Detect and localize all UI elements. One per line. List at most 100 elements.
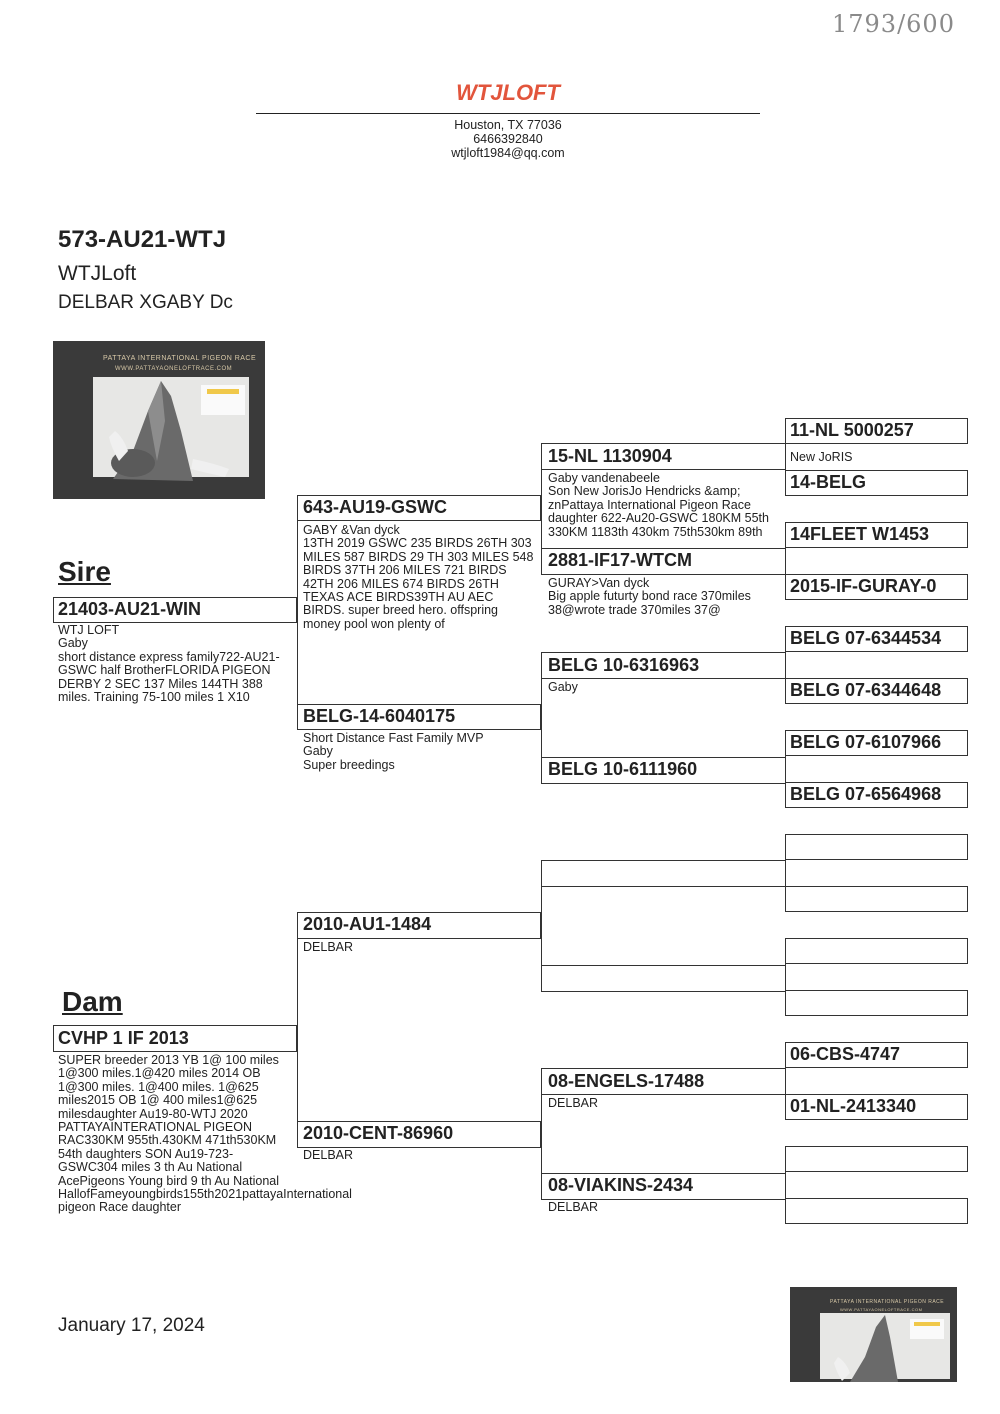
connector-gen3-3 bbox=[785, 730, 786, 786]
gen2-info-2: DELBAR bbox=[303, 940, 354, 954]
gen3-info-0: Gaby vandenabeele Son New JorisJo Hendri… bbox=[548, 471, 769, 539]
gen4-box-10 bbox=[785, 938, 968, 964]
gen3-info-7: DELBAR bbox=[548, 1200, 599, 1214]
loft-title: WTJLOFT bbox=[456, 80, 560, 105]
gen3-ring-3: BELG 10-6111960 bbox=[548, 759, 698, 779]
gen4-box-11 bbox=[785, 990, 968, 1016]
gen4-ring-2: 14FLEET W1453 bbox=[790, 524, 930, 544]
sire-heading: Sire bbox=[58, 556, 111, 587]
sire-info: WTJ LOFT Gaby short distance express fam… bbox=[58, 623, 280, 705]
gen3-box-2 bbox=[541, 652, 786, 679]
gen4-ring-7: BELG 07-6564968 bbox=[790, 784, 942, 804]
connector-dam bbox=[297, 912, 298, 1140]
gen3-box-3 bbox=[541, 757, 786, 784]
gen4-box-8 bbox=[785, 834, 968, 860]
gen2-ring-0: 643-AU19-GSWC bbox=[303, 497, 448, 517]
photo-banner-small: PATTAYA INTERNATIONAL PIGEON RACE bbox=[830, 1299, 945, 1305]
gen4-box-1 bbox=[785, 470, 968, 496]
gen3-info-2: Gaby bbox=[548, 680, 578, 694]
connector-gen3-4 bbox=[785, 834, 786, 890]
gen3-box-1 bbox=[541, 548, 786, 575]
photo-url-small: WWW.PATTAYAONELOFTRACE.COM bbox=[840, 1307, 923, 1312]
subject-ring: 573-AU21-WTJ bbox=[58, 226, 227, 253]
gen4-ring-13: 01-NL-2413340 bbox=[790, 1096, 917, 1116]
gen4-ring-0: 11-NL 5000257 bbox=[790, 420, 914, 440]
email: wtjloft1984@qq.com bbox=[451, 146, 565, 160]
gen3-info-6: DELBAR bbox=[548, 1096, 599, 1110]
connector-gen2-2 bbox=[541, 860, 542, 967]
gen4-ring-12: 06-CBS-4747 bbox=[790, 1044, 901, 1064]
gen3-box-5 bbox=[541, 965, 786, 992]
gen4-box-7 bbox=[785, 782, 968, 808]
subject-strain: DELBAR XGABY Dc bbox=[58, 292, 233, 313]
gen3-box-6 bbox=[541, 1068, 786, 1095]
gen4-box-12 bbox=[785, 1042, 968, 1068]
address: Houston, TX 77036 bbox=[454, 118, 562, 132]
gen4-box-9 bbox=[785, 886, 968, 912]
connector-gen3-1 bbox=[785, 522, 786, 578]
photo-url: WWW.PATTAYAONELOFTRACE.COM bbox=[115, 366, 233, 372]
gen2-info-0: GABY &Van dyck 13TH 2019 GSWC 235 BIRDS … bbox=[303, 523, 534, 631]
gen3-ring-7: 08-VIAKINS-2434 bbox=[548, 1175, 694, 1195]
gen3-box-0 bbox=[541, 443, 786, 470]
photo-tag bbox=[201, 385, 245, 415]
connector-sire bbox=[297, 495, 298, 723]
pigeon-wing-icon-small bbox=[834, 1315, 898, 1382]
print-date: January 17, 2024 bbox=[58, 1315, 205, 1336]
gen4-ring-3: 2015-IF-GURAY-0 bbox=[790, 576, 937, 596]
title-divider bbox=[256, 113, 760, 114]
gen4-box-6 bbox=[785, 730, 968, 756]
gen2-info-3: DELBAR bbox=[303, 1148, 354, 1162]
gen2-box-1 bbox=[297, 704, 541, 730]
pigeon-photo: PATTAYA INTERNATIONAL PIGEON RACE WWW.PA… bbox=[53, 341, 265, 499]
gen4-ring-5: BELG 07-6344648 bbox=[790, 680, 942, 700]
gen3-ring-6: 08-ENGELS-17488 bbox=[548, 1071, 705, 1091]
gen4-info-0: New JoRIS bbox=[790, 450, 853, 464]
pigeon-wing-icon bbox=[109, 381, 229, 481]
pigeon-photo-small: PATTAYA INTERNATIONAL PIGEON RACE WWW.PA… bbox=[790, 1287, 957, 1382]
phone: 6466392840 bbox=[473, 132, 543, 146]
subject-loft: WTJLoft bbox=[58, 262, 137, 285]
gen3-ring-1: 2881-IF17-WTCM bbox=[548, 550, 693, 570]
handwritten-note: 1793/600 bbox=[832, 10, 955, 38]
gen4-ring-4: BELG 07-6344534 bbox=[790, 628, 942, 648]
gen2-box-0 bbox=[297, 495, 541, 521]
gen2-box-2 bbox=[297, 912, 541, 939]
connector-gen3-6 bbox=[785, 1042, 786, 1098]
gen2-ring-1: BELG-14-6040175 bbox=[303, 706, 456, 726]
connector-gen3-7 bbox=[785, 1146, 786, 1202]
gen4-box-5 bbox=[785, 678, 968, 704]
photo-tag-small bbox=[910, 1319, 944, 1339]
sire-ring: 21403-AU21-WIN bbox=[58, 599, 202, 619]
connector-gen2-0 bbox=[541, 443, 542, 552]
gen3-ring-0: 15-NL 1130904 bbox=[548, 446, 672, 466]
gen2-info-1: Short Distance Fast Family MVP Gaby Supe… bbox=[303, 731, 484, 772]
sire-box bbox=[53, 597, 297, 623]
dam-info: SUPER breeder 2013 YB 1@ 100 miles 1@300… bbox=[58, 1053, 352, 1215]
gen4-box-15 bbox=[785, 1198, 968, 1224]
dam-heading: Dam bbox=[62, 986, 123, 1017]
dam-ring: CVHP 1 IF 2013 bbox=[58, 1028, 189, 1048]
gen4-box-3 bbox=[785, 574, 968, 600]
gen2-ring-2: 2010-AU1-1484 bbox=[303, 914, 432, 934]
gen4-box-0 bbox=[785, 418, 968, 444]
connector-gen2-1 bbox=[541, 652, 542, 758]
gen4-box-2 bbox=[785, 522, 968, 548]
gen2-ring-3: 2010-CENT-86960 bbox=[303, 1123, 454, 1143]
gen3-box-4 bbox=[541, 860, 786, 887]
dam-box bbox=[53, 1025, 297, 1052]
gen4-ring-1: 14-BELG bbox=[790, 472, 867, 492]
gen4-ring-6: BELG 07-6107966 bbox=[790, 732, 942, 752]
gen4-box-14 bbox=[785, 1146, 968, 1172]
connector-gen3-5 bbox=[785, 938, 786, 994]
gen4-box-4 bbox=[785, 626, 968, 652]
gen3-info-1: GURAY>Van dyck Big apple futurty bond ra… bbox=[548, 576, 751, 617]
gen2-box-3 bbox=[297, 1121, 541, 1148]
gen3-box-7 bbox=[541, 1173, 786, 1200]
photo-banner: PATTAYA INTERNATIONAL PIGEON RACE bbox=[103, 355, 257, 362]
gen4-box-13 bbox=[785, 1094, 968, 1120]
connector-gen3-0 bbox=[785, 418, 786, 474]
connector-gen2-3 bbox=[541, 1068, 542, 1175]
gen3-ring-2: BELG 10-6316963 bbox=[548, 655, 700, 675]
connector-gen3-2 bbox=[785, 626, 786, 682]
